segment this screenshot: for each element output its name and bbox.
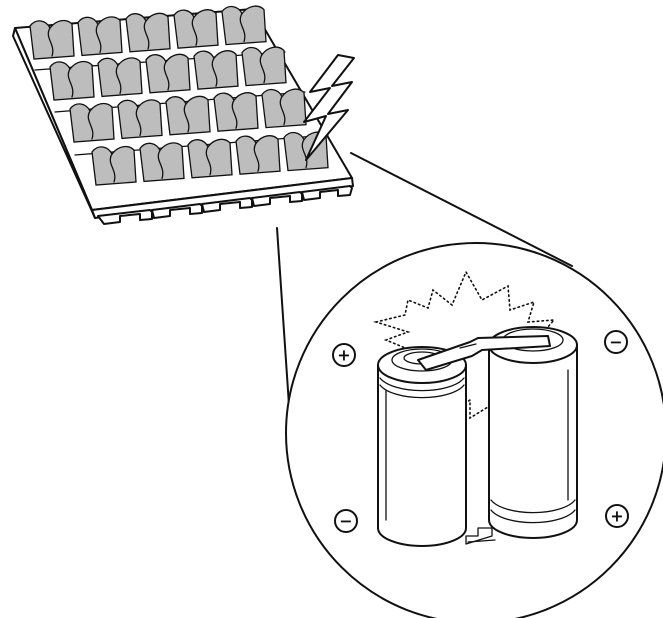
svg-text:+: + — [337, 346, 350, 365]
svg-text:−: − — [609, 333, 622, 352]
polarity-marker-bottom-right: + — [606, 505, 628, 527]
left-cell — [378, 347, 466, 546]
battery-tray — [13, 6, 353, 224]
zoom-circle — [286, 243, 663, 618]
svg-text:−: − — [339, 512, 352, 531]
polarity-marker-bottom-left: − — [335, 510, 357, 532]
zoom-connector-left — [277, 228, 290, 420]
polarity-marker-top-right: − — [605, 331, 627, 353]
zoom-detail: + − − + — [286, 243, 663, 618]
svg-text:+: + — [610, 507, 623, 526]
right-cell — [489, 327, 577, 538]
polarity-marker-top-left: + — [333, 344, 355, 366]
